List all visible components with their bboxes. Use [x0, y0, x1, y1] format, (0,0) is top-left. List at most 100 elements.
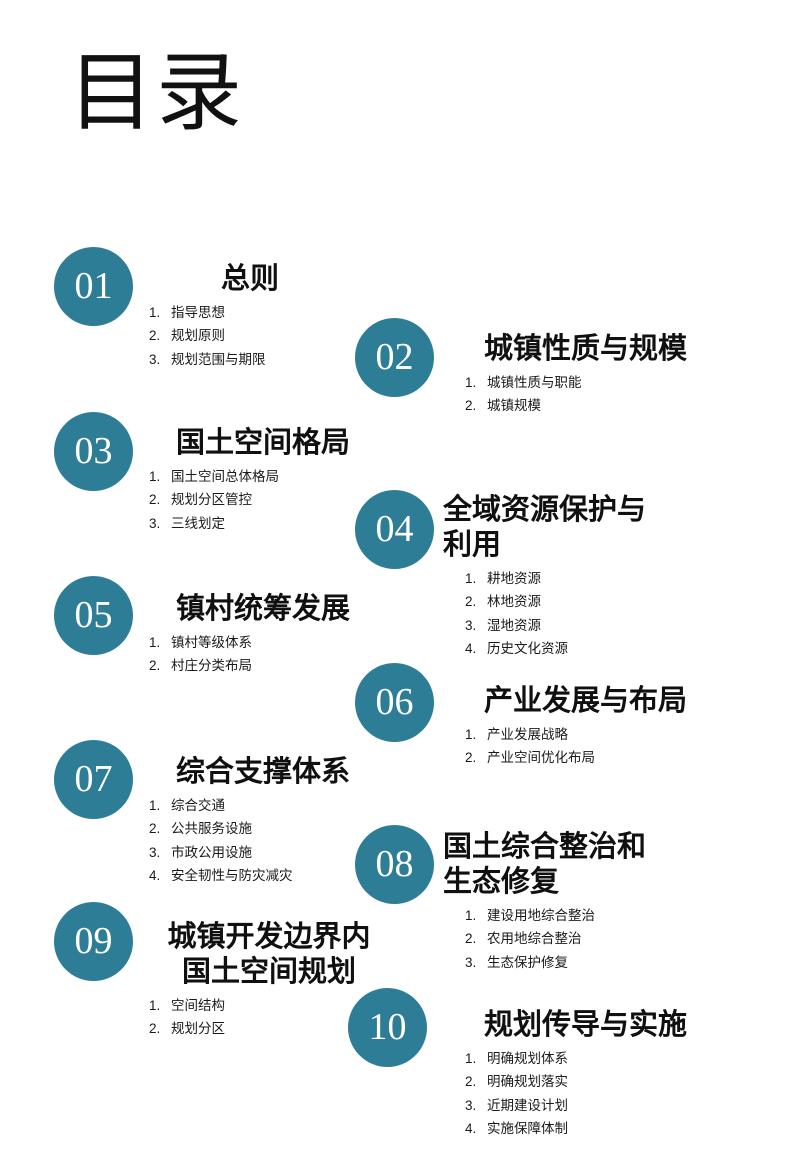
list-item-number: 4.	[465, 1121, 477, 1137]
toc-number-02: 02	[375, 335, 414, 378]
toc-body-06: 产业发展与布局 1.产业发展战略 2.产业空间优化布局	[443, 684, 728, 765]
list-item-number: 1.	[465, 726, 477, 742]
toc-title-09: 城镇开发边界内 国土空间规划	[167, 921, 371, 988]
list-item[interactable]: 2. 产业空间优化布局	[465, 751, 728, 765]
page-title: 目录	[68, 45, 244, 141]
list-item[interactable]: 1. 镇村等级体系	[149, 636, 387, 650]
list-item-label: 明确规划体系	[487, 1050, 568, 1066]
list-item[interactable]: 1.建设用地综合整治	[465, 909, 708, 923]
list-item-label: 镇村等级体系	[171, 634, 252, 650]
list-item-number: 1.	[149, 304, 161, 320]
list-item[interactable]: 2. 林地资源	[465, 595, 708, 609]
list-item[interactable]: 2.明确规划落实	[465, 1075, 728, 1089]
toc-items-10: 1. 明确规划体系 2.明确规划落实 3. 近期建设计划 4. 实施保障体制	[465, 1052, 728, 1136]
toc-items-02: 1. 城镇性质与职能 2.城镇规模	[465, 376, 728, 413]
toc-number-08: 08	[375, 842, 414, 885]
list-item-label: 安全韧性与防灾减灾	[171, 868, 293, 884]
list-item[interactable]: 2.村庄分类布局	[149, 659, 387, 673]
toc-title-02: 城镇性质与规模	[483, 333, 687, 365]
list-item-label: 农用地综合整治	[487, 931, 582, 947]
toc-items-05: 1. 镇村等级体系 2.村庄分类布局	[149, 636, 387, 673]
list-item[interactable]: 1.国土空间总体格局	[149, 470, 387, 484]
list-item-label: 综合交通	[171, 797, 225, 813]
toc-badge-06[interactable]: 06	[355, 663, 434, 742]
list-item-label: 市政公用设施	[171, 844, 252, 860]
list-item-number: 2.	[465, 931, 477, 947]
list-item-number: 2.	[465, 594, 477, 610]
toc-title-07: 综合支撑体系	[175, 756, 350, 788]
toc-items-03: 1.国土空间总体格局 2.规划分区管控 3.三线划定	[149, 470, 387, 531]
list-item-number: 2.	[149, 1021, 161, 1037]
list-item[interactable]: 1. 综合交通	[149, 799, 387, 813]
list-item-label: 生态保护修复	[487, 954, 568, 970]
toc-title-04: 全域资源保护与 利用	[443, 494, 647, 561]
list-item[interactable]: 2.城镇规模	[465, 399, 728, 413]
toc-badge-05[interactable]: 05	[54, 576, 133, 655]
list-item-label: 历史文化资源	[487, 641, 568, 657]
toc-number-01: 01	[74, 264, 113, 307]
list-item-number: 2.	[149, 328, 161, 344]
list-item-label: 近期建设计划	[487, 1097, 568, 1113]
list-item-number: 1.	[465, 374, 477, 390]
list-item[interactable]: 3. 近期建设计划	[465, 1099, 728, 1113]
list-item-number: 1.	[149, 797, 161, 813]
list-item[interactable]: 1. 城镇性质与职能	[465, 376, 728, 390]
list-item[interactable]: 2.公共服务设施	[149, 822, 387, 836]
list-item[interactable]: 1. 产业发展战略	[465, 728, 728, 742]
toc-badge-03[interactable]: 03	[54, 412, 133, 491]
list-item[interactable]: 1. 明确规划体系	[465, 1052, 728, 1066]
list-item[interactable]: 3.规划范围与期限	[149, 353, 361, 367]
list-item[interactable]: 4. 实施保障体制	[465, 1122, 728, 1136]
list-item-label: 产业发展战略	[487, 726, 568, 742]
toc-items-07: 1. 综合交通 2.公共服务设施 3.市政公用设施 4.安全韧性与防灾减灾	[149, 799, 387, 883]
list-item-label: 城镇性质与职能	[487, 374, 582, 390]
list-item-label: 林地资源	[487, 594, 541, 610]
list-item-number: 1.	[149, 634, 161, 650]
list-item[interactable]: 1.空间结构	[149, 999, 399, 1013]
toc-badge-02[interactable]: 02	[355, 318, 434, 397]
list-item-number: 3.	[465, 1097, 477, 1113]
list-item-label: 指导思想	[171, 304, 225, 320]
toc-badge-09[interactable]: 09	[54, 902, 133, 981]
toc-body-10: 规划传导与实施 1. 明确规划体系 2.明确规划落实 3. 近期建设计划 4. 实施保…	[443, 1008, 728, 1136]
toc-title-03: 国土空间格局	[175, 427, 350, 459]
toc-items-09: 1.空间结构 2.规划分区	[149, 999, 399, 1036]
list-item[interactable]: 1.耕地资源	[465, 572, 708, 586]
toc-body-01: 总则 1.指导思想 2.规划原则 3.规划范围与期限	[139, 262, 361, 366]
list-item-label: 湿地资源	[487, 617, 541, 633]
list-item-label: 产业空间优化布局	[487, 750, 595, 766]
list-item-label: 城镇规模	[487, 398, 541, 414]
list-item-number: 2.	[465, 1074, 477, 1090]
list-item[interactable]: 3.湿地资源	[465, 619, 708, 633]
toc-badge-10[interactable]: 10	[348, 988, 427, 1067]
toc-number-04: 04	[375, 507, 414, 550]
toc-badge-08[interactable]: 08	[355, 825, 434, 904]
list-item[interactable]: 2. 规划原则	[149, 329, 361, 343]
list-item-number: 1.	[465, 1050, 477, 1066]
list-item-number: 2.	[465, 750, 477, 766]
list-item[interactable]: 1. 指导思想	[149, 306, 361, 320]
list-item[interactable]: 3.市政公用设施	[149, 846, 387, 860]
toc-number-06: 06	[375, 680, 414, 723]
list-item[interactable]: 2. 农用地综合整治	[465, 932, 708, 946]
toc-badge-01[interactable]: 01	[54, 247, 133, 326]
toc-body-05: 镇村统筹发展 1.镇村等级体系 2.村庄分类布局	[139, 592, 387, 673]
list-item[interactable]: 3.三线划定	[149, 517, 387, 531]
toc-body-09: 城镇开发边界内 国土空间规划 1.空间结构 2.规划分区	[139, 920, 399, 1036]
list-item[interactable]: 4.安全韧性与防灾减灾	[149, 869, 387, 883]
list-item-label: 实施保障体制	[487, 1121, 568, 1137]
toc-badge-04[interactable]: 04	[355, 490, 434, 569]
list-item[interactable]: 2.规划分区	[149, 1022, 399, 1036]
list-item[interactable]: 4. 历史文化资源	[465, 642, 708, 656]
list-item-number: 4.	[465, 641, 477, 657]
list-item-label: 规划分区管控	[171, 492, 252, 508]
list-item[interactable]: 2.规划分区管控	[149, 493, 387, 507]
list-item-label: 公共服务设施	[171, 821, 252, 837]
list-item[interactable]: 3.生态保护修复	[465, 956, 708, 970]
toc-badge-07[interactable]: 07	[54, 740, 133, 819]
list-item-label: 建设用地综合整治	[487, 907, 595, 923]
list-item-number: 3.	[149, 351, 161, 367]
toc-title-10: 规划传导与实施	[483, 1009, 687, 1041]
list-item-label: 规划原则	[171, 328, 225, 344]
list-item-label: 国土空间总体格局	[171, 468, 279, 484]
